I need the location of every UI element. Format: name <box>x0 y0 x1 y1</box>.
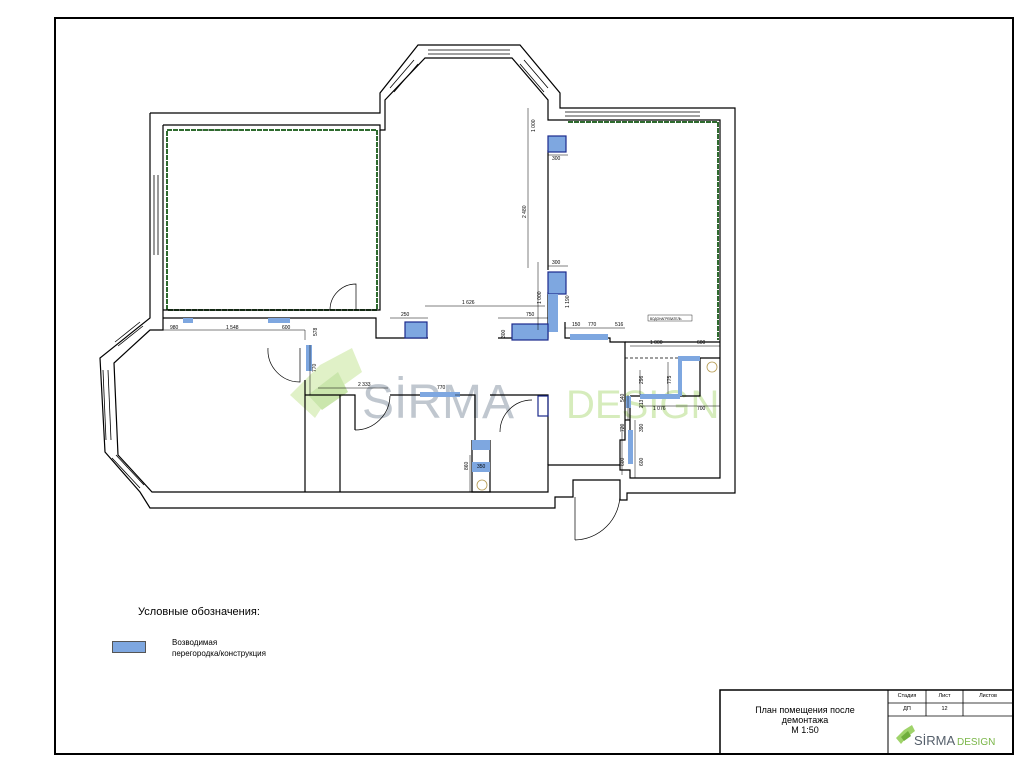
door-swing-3 <box>354 395 391 431</box>
dim-390: 390 <box>639 423 645 432</box>
legend-swatch-new-partition <box>112 641 146 653</box>
partition-strip-2 <box>183 318 193 323</box>
equipment-tag-box <box>647 314 693 322</box>
dim-300-left: 300 <box>501 329 507 338</box>
col-stage-header: Стадия <box>897 693 917 699</box>
dim-300-top: 300 <box>552 156 561 162</box>
partition-left-block <box>404 321 428 339</box>
dim-770-vertical: 770 <box>312 363 318 372</box>
partition-door-frame <box>537 395 549 417</box>
new-partitions <box>183 135 700 472</box>
watermark-text-main: SİRMA <box>362 376 514 429</box>
dim-860: 860 <box>464 461 470 470</box>
windows <box>102 49 700 489</box>
watermark: SİRMA DESIGN <box>290 348 719 429</box>
dim-700: 700 <box>697 406 706 412</box>
outer-wall <box>99 44 736 509</box>
dim-150: 150 <box>572 322 581 328</box>
dim-770-center: 770 <box>437 385 446 391</box>
dim-600-right: 600 <box>697 340 706 346</box>
outer-wall-inner <box>113 57 721 493</box>
dim-578: 578 <box>313 327 319 336</box>
dim-296: 296 <box>639 375 645 384</box>
door-swing-1 <box>329 283 357 311</box>
dimension-lines <box>163 108 720 492</box>
dim-540: 540 <box>620 393 626 402</box>
dim-1626: 1 626 <box>462 300 475 306</box>
dim-770: 770 <box>588 322 597 328</box>
stage-value: ДП <box>903 706 911 712</box>
partition-right-4 <box>628 430 633 464</box>
dim-300-mid: 300 <box>552 260 561 266</box>
door-swings <box>267 283 680 541</box>
dim-750: 750 <box>526 312 535 318</box>
col-sheets-header: Листов <box>979 693 997 699</box>
sheet-title: План помещения после демонтажа М 1:50 <box>722 705 888 735</box>
dim-980: 980 <box>170 325 179 331</box>
dim-775: 775 <box>667 375 673 384</box>
partition-strip-1 <box>570 334 608 340</box>
partition-top <box>547 135 567 153</box>
door-swing-5 <box>574 494 621 541</box>
partition-bath <box>472 440 490 450</box>
dim-213: 213 <box>639 399 645 408</box>
dim-600-bottom: 600 <box>620 457 626 466</box>
finish-lines <box>166 121 719 340</box>
dim-516: 516 <box>615 322 624 328</box>
room-finish-right <box>568 121 719 340</box>
partition-column-right <box>547 271 567 295</box>
watermark-text-sub: DESIGN <box>566 383 719 427</box>
dim-600-left: 600 <box>282 325 291 331</box>
sheet-title-line1: План помещения после <box>755 705 855 715</box>
dim-1548: 1 548 <box>226 325 239 331</box>
sheet-title-line2: демонтажа <box>781 715 829 725</box>
partition-right-5 <box>626 396 631 408</box>
equipment-tag: ВОДОНАГРЕВАТЕЛЬ <box>650 317 682 321</box>
logo-text-main: SİRMA <box>914 733 956 748</box>
drain-fixture-right <box>706 361 718 373</box>
partition-strip-5 <box>306 345 312 371</box>
dim-1190: 1 190 <box>565 295 571 308</box>
drain-fixture-bath <box>476 479 488 491</box>
dim-600-bottom-2: 600 <box>639 457 645 466</box>
col-sheet-header: Лист <box>938 693 951 699</box>
dim-350: 350 <box>477 464 486 470</box>
dim-720: 720 <box>620 423 626 432</box>
partition-right-1 <box>680 356 700 361</box>
walls <box>99 44 736 509</box>
dim-1000-top: 1 000 <box>531 119 537 132</box>
partition-strip-3 <box>268 318 290 323</box>
partition-right-2 <box>678 356 682 396</box>
dim-1076: 1 076 <box>653 406 666 412</box>
partition-mid-block <box>511 323 549 341</box>
drawing-frame <box>54 17 1014 755</box>
dim-250: 250 <box>401 312 410 318</box>
dim-2480: 2 480 <box>522 205 528 218</box>
dimension-labels: 1 000 300 2 480 300 1 000 1 190 1 626 25… <box>170 119 706 470</box>
logo-text-sub: DESIGN <box>957 737 995 748</box>
company-logo: SİRMA DESIGN <box>896 725 995 748</box>
room-finish-left <box>166 129 378 311</box>
sheet-value: 12 <box>941 706 948 712</box>
dim-1000-right: 1 000 <box>650 340 663 346</box>
legend-title: Условные обозначения: <box>138 606 260 618</box>
legend-item-label-line2: перегородка/конструкция <box>172 649 266 658</box>
partition-right-3 <box>640 394 680 399</box>
dim-1000-mid: 1 000 <box>537 291 543 304</box>
sheet-scale: М 1:50 <box>791 725 819 735</box>
legend-item-label: Возводимая перегородка/конструкция <box>172 637 312 659</box>
legend-item-label-line1: Возводимая <box>172 638 218 647</box>
door-swing-4 <box>499 399 533 433</box>
dim-2333: 2 333 <box>358 382 371 388</box>
partition-strip-4 <box>420 392 460 397</box>
partition-column-stem <box>548 294 558 332</box>
title-block <box>719 689 1014 755</box>
partition-bath-2 <box>472 462 490 472</box>
door-swing-2 <box>267 347 301 383</box>
